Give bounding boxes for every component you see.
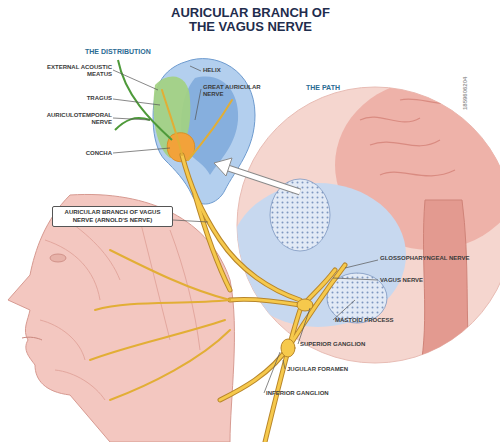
illustration-part xyxy=(297,299,313,311)
part-label: CONCHA xyxy=(62,150,112,157)
watermark: 1859606204 xyxy=(462,50,469,110)
illustration-part xyxy=(173,220,208,222)
illustration-part xyxy=(230,299,300,305)
illustration-part xyxy=(333,278,378,280)
part-label: JUGULAR FORAMEN xyxy=(287,366,387,373)
diagram-title: AURICULAR BRANCH OF THE VAGUS NERVE xyxy=(168,6,333,35)
part-label: GLOSSOPHARYNGEAL NERVE xyxy=(380,255,480,262)
part-label: GREAT AURICULAR NERVE xyxy=(203,84,265,98)
part-label: EXTERNAL ACOUSTIC MEATUS xyxy=(42,64,112,78)
nerves xyxy=(90,90,345,442)
illustration-part xyxy=(113,99,160,105)
face-profile xyxy=(8,194,234,442)
illustration-part xyxy=(230,80,500,370)
direction-arrow xyxy=(214,158,300,192)
illustration-part xyxy=(40,215,200,400)
illustration-part xyxy=(113,118,150,120)
part-label: SUPERIOR GANGLION xyxy=(300,341,400,348)
illustration-part xyxy=(188,100,232,160)
part-label: AURICULOTEMPORAL NERVE xyxy=(30,112,112,126)
illustration-part xyxy=(214,158,232,176)
illustration-part xyxy=(228,168,300,192)
part-label: THE DISTRIBUTION xyxy=(85,48,195,56)
illustration-part xyxy=(281,339,295,357)
illustration-part xyxy=(298,308,310,344)
illustration-part xyxy=(420,200,470,370)
illustration-part xyxy=(182,155,300,300)
illustration-part xyxy=(8,194,234,442)
illustration-part xyxy=(110,250,230,300)
illustration-part xyxy=(50,254,66,262)
illustration-part xyxy=(195,195,230,290)
illustration-part xyxy=(90,320,225,360)
part-label: VAGUS NERVE xyxy=(380,277,470,284)
illustration-part xyxy=(182,155,345,442)
illustration-part xyxy=(153,59,255,204)
illustration-part xyxy=(195,89,201,120)
illustration-part xyxy=(22,337,42,340)
illustration-part xyxy=(360,99,465,176)
part-label: TRAGUS xyxy=(62,95,112,102)
box-text: AURICULAR BRANCH OF VAGUS NERVE (ARNOLD'… xyxy=(56,209,169,224)
illustration-part xyxy=(110,330,230,400)
illustration-part xyxy=(264,352,280,393)
label-box: AURICULAR BRANCH OF VAGUS NERVE (ARNOLD'… xyxy=(52,206,173,227)
part-label: HELIX xyxy=(203,67,263,74)
illustration-part xyxy=(113,148,170,153)
illustration-part xyxy=(162,90,182,155)
illustration-part xyxy=(182,155,345,442)
illustration-part xyxy=(283,360,285,369)
illustration-part xyxy=(113,70,158,90)
illustration-part xyxy=(95,300,230,310)
illustration-part xyxy=(195,195,230,290)
illustration-part xyxy=(230,299,300,305)
illustration-part xyxy=(90,90,232,400)
illustration-part xyxy=(190,66,201,71)
illustration-part xyxy=(220,265,345,400)
part-label: THE PATH xyxy=(306,84,386,92)
illustration-part xyxy=(220,265,345,400)
part-label: INFERIOR GANGLION xyxy=(266,390,366,397)
part-label: MASTOID PROCESS xyxy=(335,317,435,324)
path-circle xyxy=(230,80,500,370)
illustration-part xyxy=(228,168,300,192)
illustration-part xyxy=(345,260,378,268)
illustration-part xyxy=(182,155,300,300)
